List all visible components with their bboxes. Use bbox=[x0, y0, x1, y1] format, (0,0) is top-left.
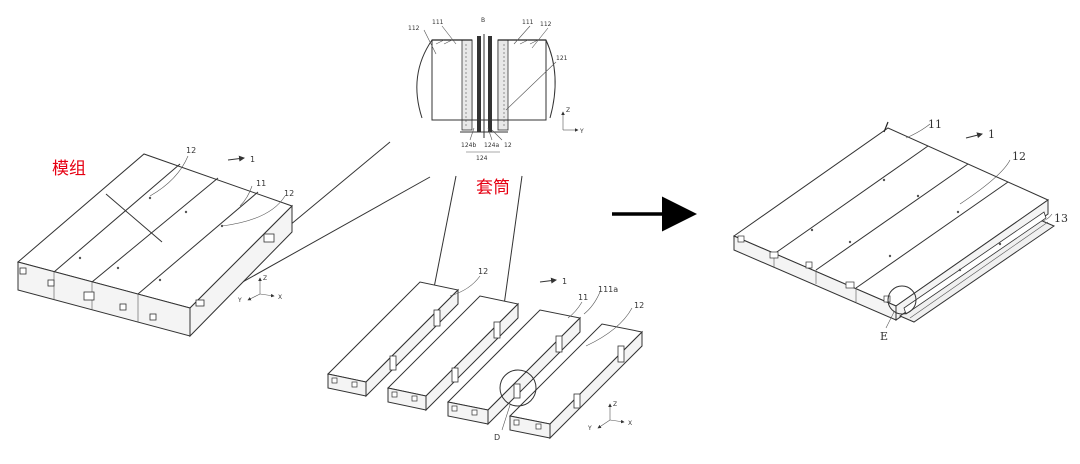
section-label-121: 121 bbox=[556, 55, 568, 62]
section-label-112-right: 112 bbox=[540, 21, 552, 28]
section-axis-z: Z bbox=[566, 107, 570, 114]
section-label-124: 124 bbox=[476, 155, 488, 162]
section-label-124b: 124b bbox=[461, 142, 476, 149]
module-leader-line bbox=[105, 193, 163, 243]
section-label-112-left: 112 bbox=[408, 25, 420, 32]
section-label-111-left: 111 bbox=[432, 19, 444, 26]
mid-ref-1: 1 bbox=[562, 277, 567, 286]
left-axis-y: Y bbox=[237, 297, 242, 304]
sleeve-label-cn: 套筒 bbox=[476, 178, 510, 198]
mid-ref-111a: 111a bbox=[598, 285, 618, 294]
section-axis-y: Y bbox=[579, 128, 584, 135]
mid-ref-12b: 12 bbox=[634, 301, 644, 310]
section-label-124a: 124a bbox=[484, 142, 499, 149]
left-ref-12a: 12 bbox=[186, 146, 196, 155]
left-ref-12b: 12 bbox=[284, 189, 294, 198]
section-title: B bbox=[481, 17, 485, 24]
left-assembly-view: 模组 12 11 12 1 Z X Y bbox=[16, 146, 294, 338]
right-ref-12: 12 bbox=[1012, 150, 1026, 163]
right-ref-1: 1 bbox=[988, 128, 995, 141]
module-label-cn: 模组 bbox=[52, 159, 86, 179]
mid-axis-y: Y bbox=[587, 425, 592, 432]
mid-axis-z: Z bbox=[613, 401, 617, 408]
left-ref-1: 1 bbox=[250, 155, 255, 164]
right-assembly-view: E 11 12 13 1 bbox=[732, 118, 1068, 343]
mid-ref-11: 11 bbox=[578, 293, 588, 302]
exploded-modules-view: D 12 11 111a 12 1 Z X Y bbox=[326, 267, 644, 442]
section-label-12: 12 bbox=[504, 142, 512, 149]
right-ref-11: 11 bbox=[928, 118, 942, 131]
mid-axis-x: X bbox=[628, 420, 632, 427]
section-view-b: B 112 111 111 112 121 124b 124a 12 124 Z… bbox=[408, 17, 584, 162]
right-ref-13: 13 bbox=[1054, 212, 1068, 225]
section-label-111-right: 111 bbox=[522, 19, 534, 26]
mid-ref-12a: 12 bbox=[478, 267, 488, 276]
left-axis-x: X bbox=[278, 294, 282, 301]
left-ref-11: 11 bbox=[256, 179, 266, 188]
left-axis-z: Z bbox=[263, 275, 267, 282]
mid-ref-d: D bbox=[494, 433, 500, 442]
right-ref-e: E bbox=[880, 330, 888, 343]
